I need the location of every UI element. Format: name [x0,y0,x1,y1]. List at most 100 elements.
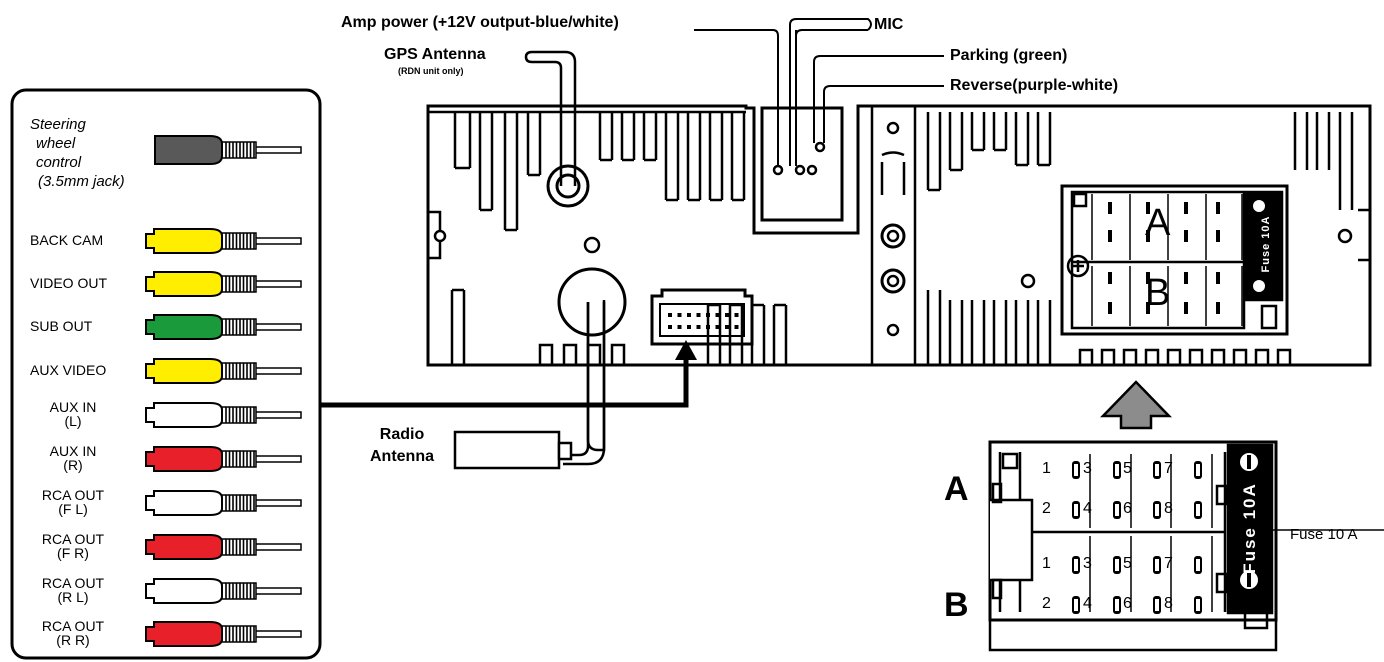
head-unit [426,104,1372,367]
pin-number: 3 [1083,555,1092,572]
cable-6 [145,446,302,472]
pin [1216,302,1220,314]
unit-fuse-label: Fuse 10A [1260,215,1272,273]
cable-label-line: (3.5mm jack) [38,173,125,190]
pin-dot [725,325,729,329]
cable-label-line: AUX IN [49,443,97,459]
detail-pin-slot [1115,464,1119,476]
connector-a-label: A [944,470,969,508]
mic-label: MIC [874,16,904,33]
cable-wire [254,323,302,331]
cable-7 [145,490,302,516]
cable-9 [145,578,302,604]
gps-antenna-label: GPS Antenna [384,46,486,63]
pin-number: 1 [1042,460,1051,477]
cable-label-line: SUB OUT [30,318,93,334]
iso-connector-on-unit [1060,184,1289,336]
cable-wire [254,543,302,551]
pin [1216,230,1220,242]
cable-label-line: wheel [36,135,76,152]
detail-pin-slot [1074,599,1078,611]
cable-label-line: control [36,154,82,171]
cable-wire [254,587,302,595]
reverse-label: Reverse(purple-white) [950,77,1119,94]
gps-antenna-cable [524,50,577,186]
cable-label-line: RCA OUT [41,531,105,547]
detail-pin-slot [1074,464,1078,476]
pin-number: 7 [1164,460,1173,477]
pin-number: 7 [1164,555,1173,572]
pin-number: 4 [1083,500,1092,517]
pin [1216,202,1220,214]
pin-dot [668,313,672,317]
plug-body [145,446,223,472]
pin-dot [734,325,739,329]
pin-number: 2 [1042,500,1051,517]
iso-connector-pins [1091,194,1265,326]
detail-pin-slot [1074,504,1078,516]
cable-wire [254,455,302,463]
cable-label-line: AUX VIDEO [30,362,107,378]
plug-body [145,402,223,428]
iso-small-connector-pins [668,313,739,329]
radio-antenna-cable [453,300,606,470]
radio-antenna-label-1: Radio [379,426,425,443]
cable-1 [145,228,302,254]
pin [1108,202,1112,214]
cable-label-line: (F R) [57,545,89,561]
detail-pin-slot [1155,559,1159,571]
detail-pin-slot [1196,464,1200,476]
plug-body [145,314,223,340]
amp-power-label: Amp power (+12V output-blue/white) [341,14,619,31]
pin-number: 8 [1164,595,1173,612]
pin [1146,230,1150,242]
detail-pin-slot [1155,599,1159,611]
cable-wire [254,411,302,419]
cable-5 [145,402,302,428]
pin [1184,272,1188,284]
plug-body [145,534,223,560]
fuse-screw-slot [1247,455,1251,469]
detail-pin-slot [1115,599,1119,611]
cable-label-line: Steering [30,116,86,133]
pin-number: 8 [1164,500,1173,517]
fuse-side-label: Fuse 10 A [1290,526,1358,543]
rca-cables [145,135,302,647]
pin-number: 2 [1042,595,1051,612]
detail-fuse-label: Fuse 10A [1240,482,1259,574]
cable-label-line: (R R) [56,632,90,648]
connector-insert-arrow [1100,380,1172,430]
pin [1146,272,1150,284]
plug-body [145,358,223,384]
cable-label-line: BACK CAM [30,232,104,248]
cable-panel [10,88,322,660]
pin [1108,302,1112,314]
cable-label-line: VIDEO OUT [30,275,108,291]
pin-dot [668,325,672,329]
pin-number: 6 [1123,500,1132,517]
cable-label-line: (R) [63,457,83,473]
detail-pin-slot [1196,599,1200,611]
cable-wire [254,367,302,375]
cable-label-line: RCA OUT [41,575,105,591]
pin [1108,230,1112,242]
cable-8 [145,534,302,560]
detail-pin-slot [1196,504,1200,516]
pin [1146,302,1150,314]
pin [1184,230,1188,242]
harness-wire [320,352,689,408]
pin [1146,202,1150,214]
pin-dot [687,313,691,317]
detail-pin-slot [1196,559,1200,571]
gps-note-label: (RDN unit only) [398,66,464,76]
plug-body [145,490,223,516]
pin-number: 6 [1123,595,1132,612]
plug-body [145,271,223,297]
unit-connector-a-label: A [1145,202,1171,244]
detail-pin-slot [1155,504,1159,516]
harness-arrowhead [675,340,697,360]
cable-label-line: AUX IN [49,399,97,415]
cable-2 [145,271,302,297]
cable-label-line: RCA OUT [41,618,105,634]
